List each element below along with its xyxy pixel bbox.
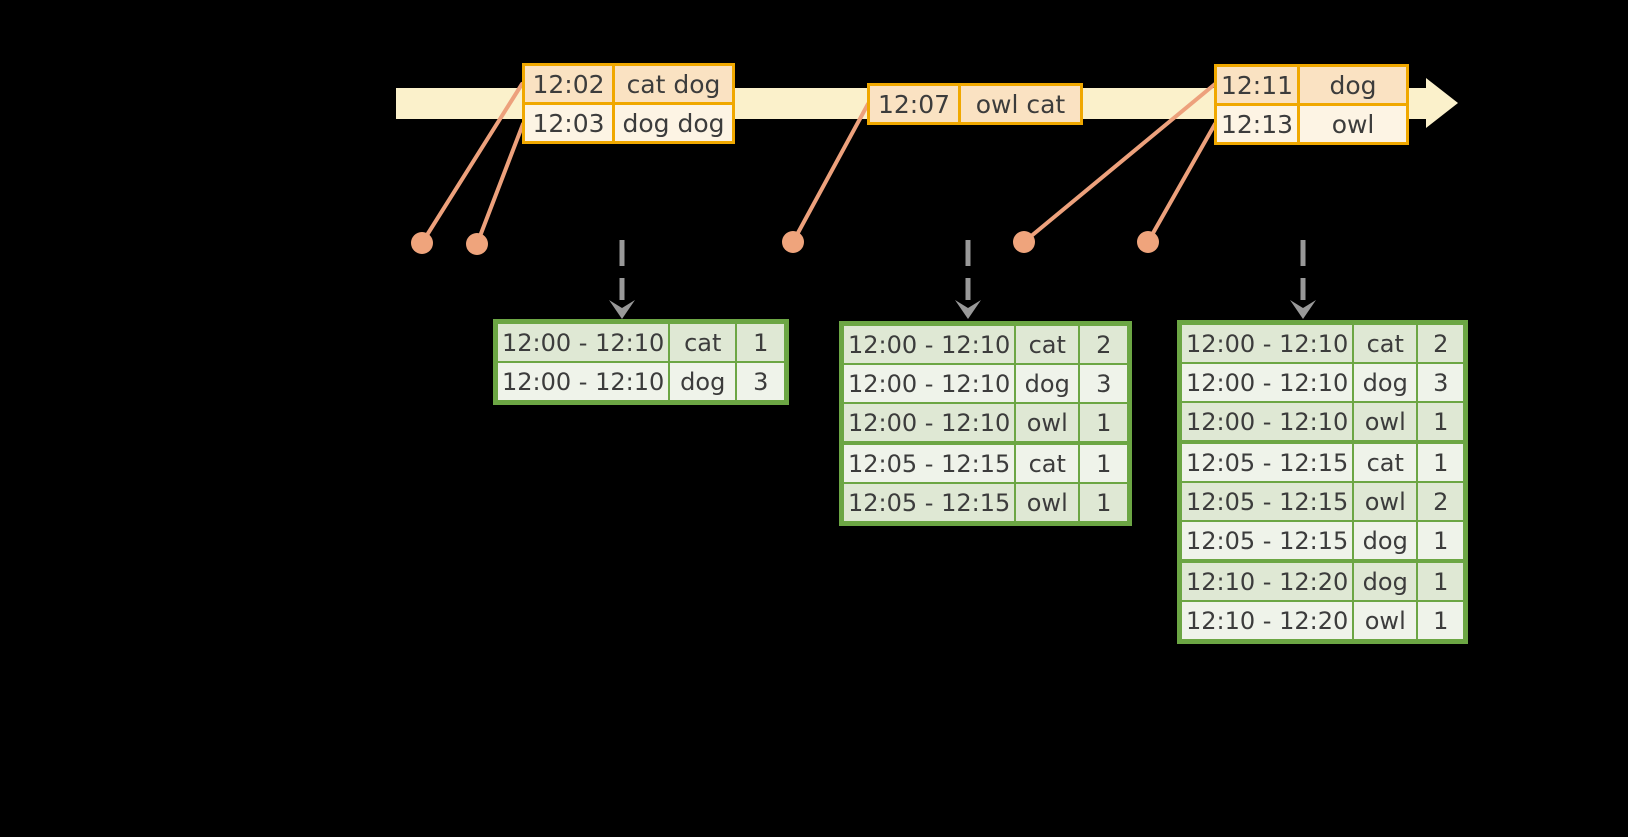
table-cell: cat xyxy=(1014,322,1081,365)
table-cell: 1 xyxy=(1416,600,1467,643)
trigger-arrowhead-icon xyxy=(609,300,635,319)
table-cell: cat xyxy=(1352,321,1419,364)
timeline-arrowhead-icon xyxy=(1426,78,1458,128)
table-cell: 1 xyxy=(1416,440,1467,483)
event-connector-line xyxy=(1022,82,1217,244)
table-cell: 12:00 - 12:10 xyxy=(840,363,1017,404)
table-cell: dog xyxy=(1352,559,1419,602)
table-cell: owl xyxy=(1014,402,1081,444)
table-cell: 3 xyxy=(1078,363,1131,404)
event-dot-icon xyxy=(466,233,488,255)
table-cell: 12:11 xyxy=(1213,64,1301,106)
event-connector-line xyxy=(420,82,524,245)
event-dot-icon xyxy=(782,231,804,253)
event-connector-lines xyxy=(420,82,1217,246)
table-cell: 1 xyxy=(1078,482,1131,525)
table-cell: 12:05 - 12:15 xyxy=(1178,520,1355,562)
table-cell: 12:10 - 12:20 xyxy=(1178,559,1355,602)
table-cell: owl xyxy=(1014,482,1081,525)
table-cell: 12:02 xyxy=(522,63,615,105)
event-dot-icon xyxy=(1137,231,1159,253)
event-connector-line xyxy=(475,122,525,246)
table-cell: 2 xyxy=(1078,322,1131,365)
table-cell: cat xyxy=(1014,441,1081,484)
trigger-arrowheads xyxy=(609,300,1316,319)
table-cell: owl xyxy=(1352,401,1419,443)
table-cell: 1 xyxy=(1416,520,1467,562)
table-cell: 12:00 - 12:10 xyxy=(1178,401,1355,443)
table-cell: dog xyxy=(1297,64,1410,106)
trigger-arrows xyxy=(619,240,1306,300)
table-cell: 12:05 - 12:15 xyxy=(1178,481,1355,522)
table-cell: dog xyxy=(1352,362,1419,403)
event-dots xyxy=(411,231,1159,255)
trigger-arrowhead-icon xyxy=(1290,300,1316,319)
table-cell: 12:05 - 12:15 xyxy=(840,441,1017,484)
table-cell: 12:05 - 12:15 xyxy=(1178,440,1355,483)
table-cell: 12:00 - 12:10 xyxy=(840,402,1017,444)
table-cell: cat dog xyxy=(612,63,735,105)
table-cell: dog xyxy=(668,361,738,404)
event-connector-line xyxy=(1146,122,1217,244)
table-cell: 1 xyxy=(735,320,788,363)
table-cell: 12:00 - 12:10 xyxy=(1178,321,1355,364)
table-cell: 12:00 - 12:10 xyxy=(840,322,1017,365)
table-cell: dog dog xyxy=(612,102,735,144)
table-cell: dog xyxy=(1014,363,1081,404)
table-cell: 3 xyxy=(735,361,788,404)
table-cell: dog xyxy=(1352,520,1419,562)
table-cell: 1 xyxy=(1078,441,1131,484)
table-cell: 12:07 xyxy=(867,83,961,125)
table-cell: 12:05 - 12:15 xyxy=(840,482,1017,525)
event-dot-icon xyxy=(1013,231,1035,253)
table-cell: 1 xyxy=(1416,559,1467,602)
table-cell: 2 xyxy=(1416,481,1467,522)
table-cell: 1 xyxy=(1416,401,1467,443)
table-cell: 12:10 - 12:20 xyxy=(1178,600,1355,643)
table-cell: cat xyxy=(1352,440,1419,483)
table-cell: 1 xyxy=(1078,402,1131,444)
table-cell: owl cat xyxy=(958,83,1083,125)
table-cell: cat xyxy=(668,320,738,363)
table-cell: 2 xyxy=(1416,321,1467,364)
event-dot-icon xyxy=(411,232,433,254)
table-cell: 12:00 - 12:10 xyxy=(494,320,671,363)
table-cell: owl xyxy=(1352,481,1419,522)
table-cell: owl xyxy=(1297,103,1410,145)
trigger-arrowhead-icon xyxy=(955,300,981,319)
table-cell: 12:03 xyxy=(522,102,615,144)
table-cell: 12:00 - 12:10 xyxy=(1178,362,1355,403)
table-cell: owl xyxy=(1352,600,1419,643)
table-cell: 3 xyxy=(1416,362,1467,403)
table-cell: 12:13 xyxy=(1213,103,1301,145)
table-cell: 12:00 - 12:10 xyxy=(494,361,671,404)
event-connector-line xyxy=(791,102,870,244)
